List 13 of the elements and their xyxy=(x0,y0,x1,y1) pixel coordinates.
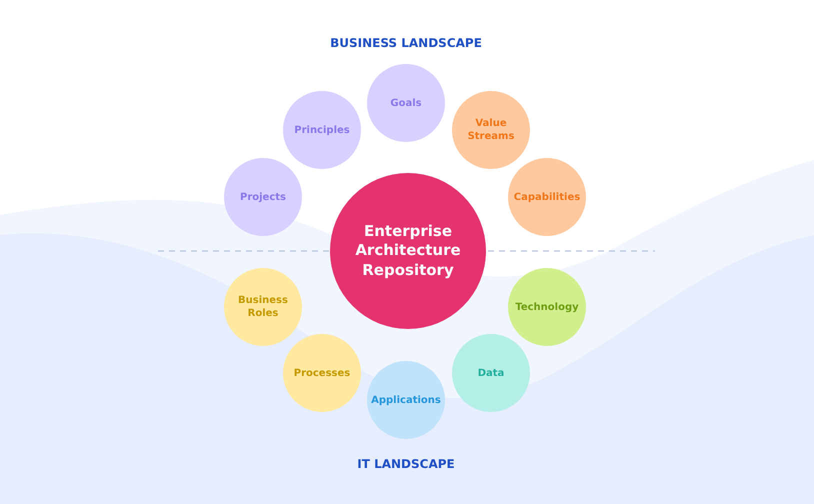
topic-label: Capabilities xyxy=(512,190,582,204)
topic-label: Principles xyxy=(293,124,351,136)
section-heading: IT LANDSCAPE xyxy=(357,457,455,471)
topic-label: Applications xyxy=(370,394,442,406)
topic-label: Enterprise Architecture Repository xyxy=(354,222,462,280)
topic-label: Processes xyxy=(292,366,352,380)
topic-label: Goals xyxy=(389,96,423,110)
topic-label: Technology xyxy=(514,300,580,314)
topic-label: Data xyxy=(476,366,506,380)
section-heading: BUSINESS LANDSCAPE xyxy=(330,36,482,50)
topic-label: Value Streams xyxy=(466,117,516,143)
topic-label: Business Roles xyxy=(237,294,289,320)
topic-label: Projects xyxy=(238,190,287,204)
